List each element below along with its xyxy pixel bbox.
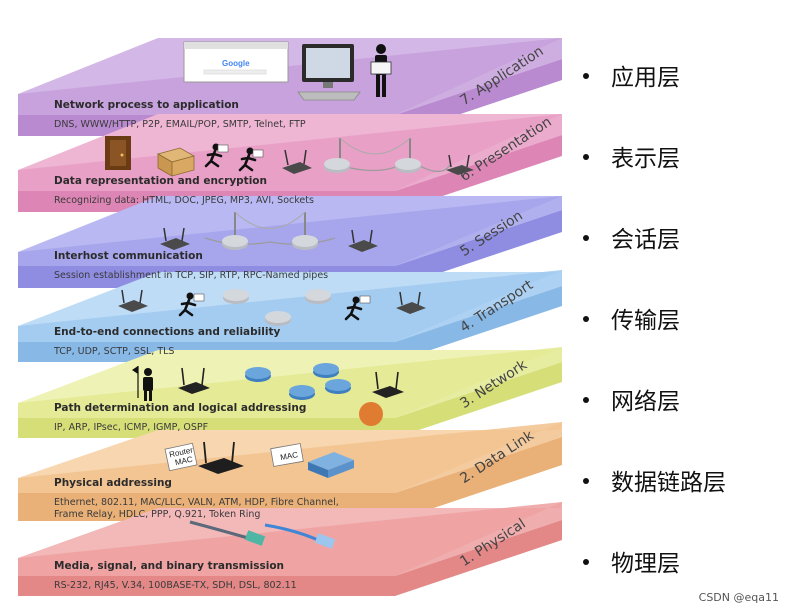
protocol-line: DNS, WWW/HTTP, P2P, EMAIL/POP, SMTP, Tel… (54, 119, 306, 131)
layer-chinese-text: 应用层 (611, 65, 680, 91)
layer-chinese-text: 网络层 (611, 389, 680, 415)
layer-chinese-text: 会话层 (611, 227, 680, 253)
layer-description: Data representation and encryption (54, 175, 267, 187)
layer-chinese-text: 表示层 (611, 146, 680, 172)
layer-chinese-label: 数据链路层 (583, 463, 726, 497)
bullet-icon (583, 235, 589, 241)
protocol-line: RS-232, RJ45, V.34, 100BASE-TX, SDH, DSL… (54, 580, 297, 592)
computer-icon (298, 44, 360, 100)
protocol-line: Frame Relay, HDLC, PPP, Q.921, Token Rin… (54, 509, 339, 521)
bullet-icon (583, 154, 589, 160)
pointer-cursor (359, 402, 383, 426)
layer-chinese-text: 物理层 (611, 551, 680, 577)
layer-description: Physical addressing (54, 477, 172, 489)
browser-logo: Google (222, 59, 250, 68)
network-router-icon (265, 311, 291, 326)
protocol-line: TCP, UDP, SCTP, SSL, TLS (54, 346, 174, 358)
protocol-line: Ethernet, 802.11, MAC/LLC, VALN, ATM, HD… (54, 497, 339, 509)
network-router-icon (325, 379, 351, 394)
layer-chinese-label: 传输层 (583, 301, 680, 335)
layer-protocols: DNS, WWW/HTTP, P2P, EMAIL/POP, SMTP, Tel… (54, 119, 306, 131)
bullet-icon (583, 73, 589, 79)
layer-protocols: RS-232, RJ45, V.34, 100BASE-TX, SDH, DSL… (54, 580, 297, 592)
layer-description: Interhost communication (54, 250, 203, 262)
protocol-line: Session establishment in TCP, SIP, RTP, … (54, 270, 328, 282)
protocol-line: IP, ARP, IPsec, ICMP, IGMP, OSPF (54, 422, 208, 434)
door-icon (105, 136, 131, 170)
layer-description: Path determination and logical addressin… (54, 402, 306, 414)
network-router-icon (305, 289, 331, 304)
network-router-icon (289, 385, 315, 400)
layer-chinese-label: 应用层 (583, 58, 680, 92)
layer-chinese-label: 表示层 (583, 139, 680, 173)
layer-description: Media, signal, and binary transmission (54, 560, 284, 572)
bullet-icon (583, 316, 589, 322)
layer-chinese-label: 物理层 (583, 544, 680, 578)
layer-protocols: Ethernet, 802.11, MAC/LLC, VALN, ATM, HD… (54, 497, 339, 521)
network-router-icon (223, 289, 249, 304)
bullet-icon (583, 397, 589, 403)
layer-chinese-text: 数据链路层 (611, 470, 726, 496)
layer-protocols: TCP, UDP, SCTP, SSL, TLS (54, 346, 174, 358)
bullet-icon (583, 559, 589, 565)
layer-protocols: Session establishment in TCP, SIP, RTP, … (54, 270, 328, 282)
network-router-icon (324, 158, 350, 173)
network-router-icon (245, 367, 271, 382)
network-router-icon (222, 235, 248, 250)
browser-window-icon: Google (184, 42, 288, 82)
layer-description: End-to-end connections and reliability (54, 326, 280, 338)
bullet-icon (583, 478, 589, 484)
network-router-icon (292, 235, 318, 250)
layer-protocols: IP, ARP, IPsec, ICMP, IGMP, OSPF (54, 422, 208, 434)
watermark: CSDN @eqa11 (699, 591, 779, 604)
layer-chinese-label: 网络层 (583, 382, 680, 416)
network-router-icon (395, 158, 421, 173)
layer-chinese-label: 会话层 (583, 220, 680, 254)
layer-chinese-text: 传输层 (611, 308, 680, 334)
layer-description: Network process to application (54, 99, 239, 111)
protocol-line: Recognizing data: HTML, DOC, JPEG, MP3, … (54, 195, 314, 207)
layer-protocols: Recognizing data: HTML, DOC, JPEG, MP3, … (54, 195, 314, 207)
network-router-icon (313, 363, 339, 378)
